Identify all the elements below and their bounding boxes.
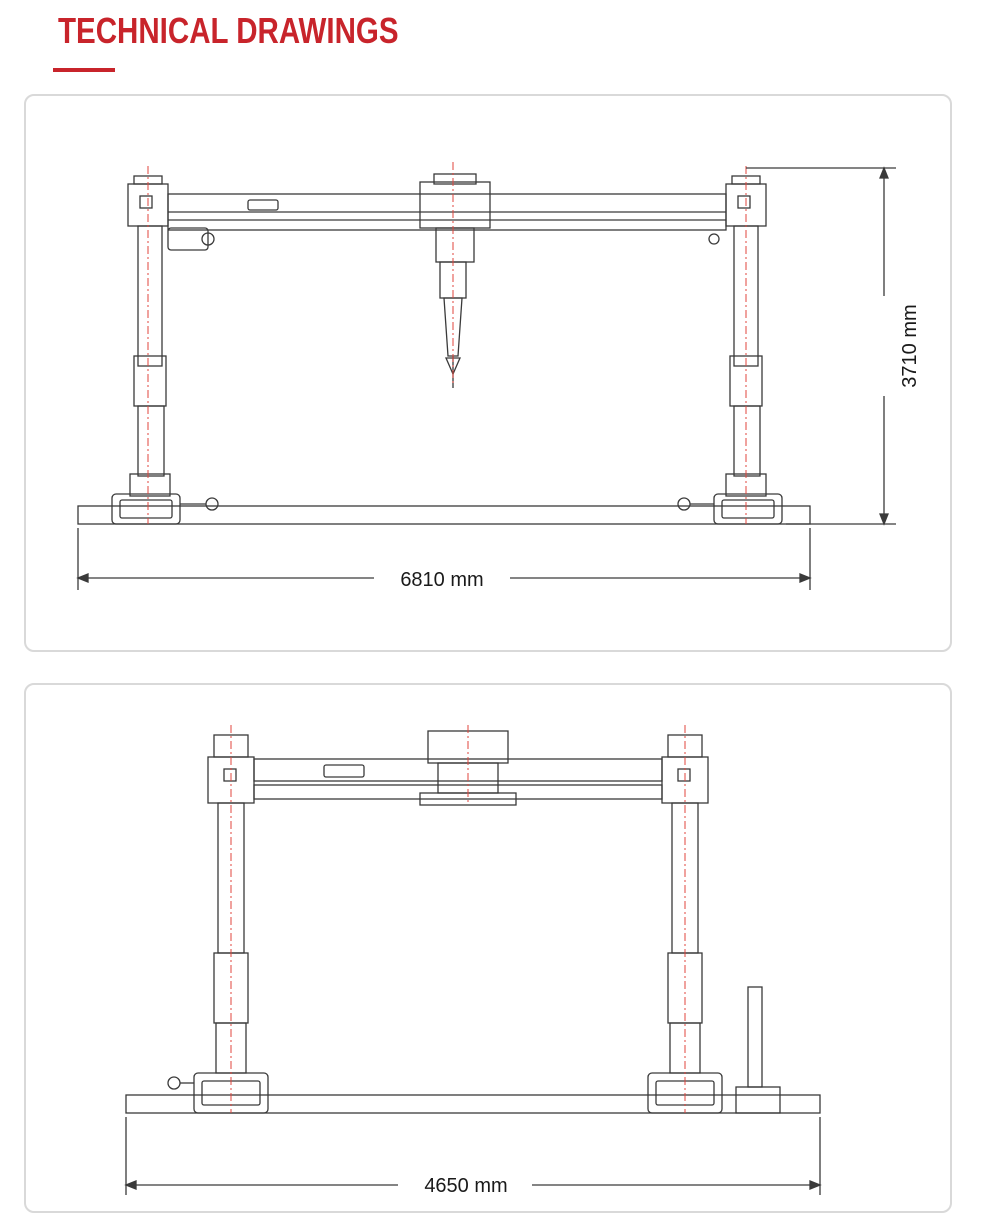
gantry-side-view-drawing: 4650 mm bbox=[124, 725, 822, 1197]
title-underline bbox=[53, 68, 115, 72]
drawing-panel-front: 6810 mm 3710 mm bbox=[24, 94, 952, 652]
floor-line bbox=[125, 1094, 821, 1114]
page-title: TECHNICAL DRAWINGS bbox=[58, 10, 399, 51]
left-column bbox=[111, 175, 219, 525]
top-beam bbox=[253, 730, 663, 806]
top-beam bbox=[167, 173, 727, 263]
left-column bbox=[167, 734, 269, 1114]
width-dimension-label: 4650 mm bbox=[424, 1175, 507, 1197]
drawing-panel-side: 4650 mm bbox=[24, 683, 952, 1213]
accessory-post bbox=[735, 986, 781, 1114]
centerlines bbox=[147, 162, 747, 524]
width-dimension-label: 6810 mm bbox=[400, 569, 483, 591]
centerlines bbox=[230, 725, 686, 1113]
height-dimension-label: 3710 mm bbox=[899, 304, 921, 387]
floor-line bbox=[77, 505, 811, 525]
right-column bbox=[677, 175, 783, 525]
gantry-front-view-drawing: 6810 mm 3710 mm bbox=[76, 162, 921, 591]
